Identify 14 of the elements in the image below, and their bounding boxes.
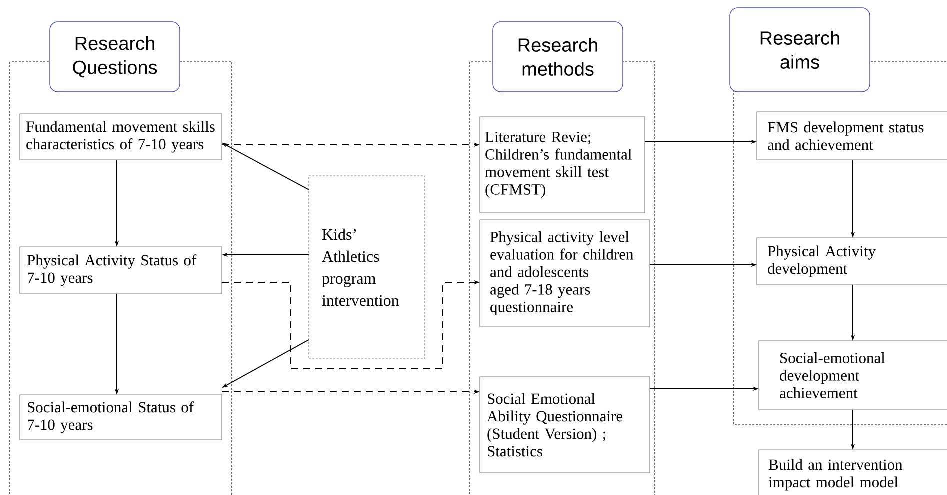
heading-box: Research aims — [730, 8, 870, 92]
process-box: Physical activity level evaluation for children and adolescents aged 7-18 years questionnaire — [480, 220, 650, 328]
process-box: Social-emotional development achievement — [758, 340, 947, 410]
process-box: Build an intervention impact model model — [758, 450, 947, 495]
heading-box: Research methods — [492, 22, 624, 92]
process-box: Physical Activity Status of 7-10 years — [20, 246, 222, 294]
intervention-box: Kids’ Athletics program intervention — [308, 176, 426, 360]
process-box: Social Emotional Ability Questionnaire (Student Version) ; Statistics — [480, 376, 650, 474]
process-box: Fundamental movement skills characteristics of 7-10 years — [20, 114, 222, 160]
process-box: Social-emotional Status of 7-10 years — [20, 394, 222, 440]
process-box: FMS development status and achievement — [756, 112, 947, 160]
process-box: Physical Activity development — [756, 238, 947, 286]
process-box: Literature Revie; Children’s fundamental movement skill test (CFMST) — [480, 116, 646, 214]
heading-box: Research Questions — [50, 22, 180, 92]
